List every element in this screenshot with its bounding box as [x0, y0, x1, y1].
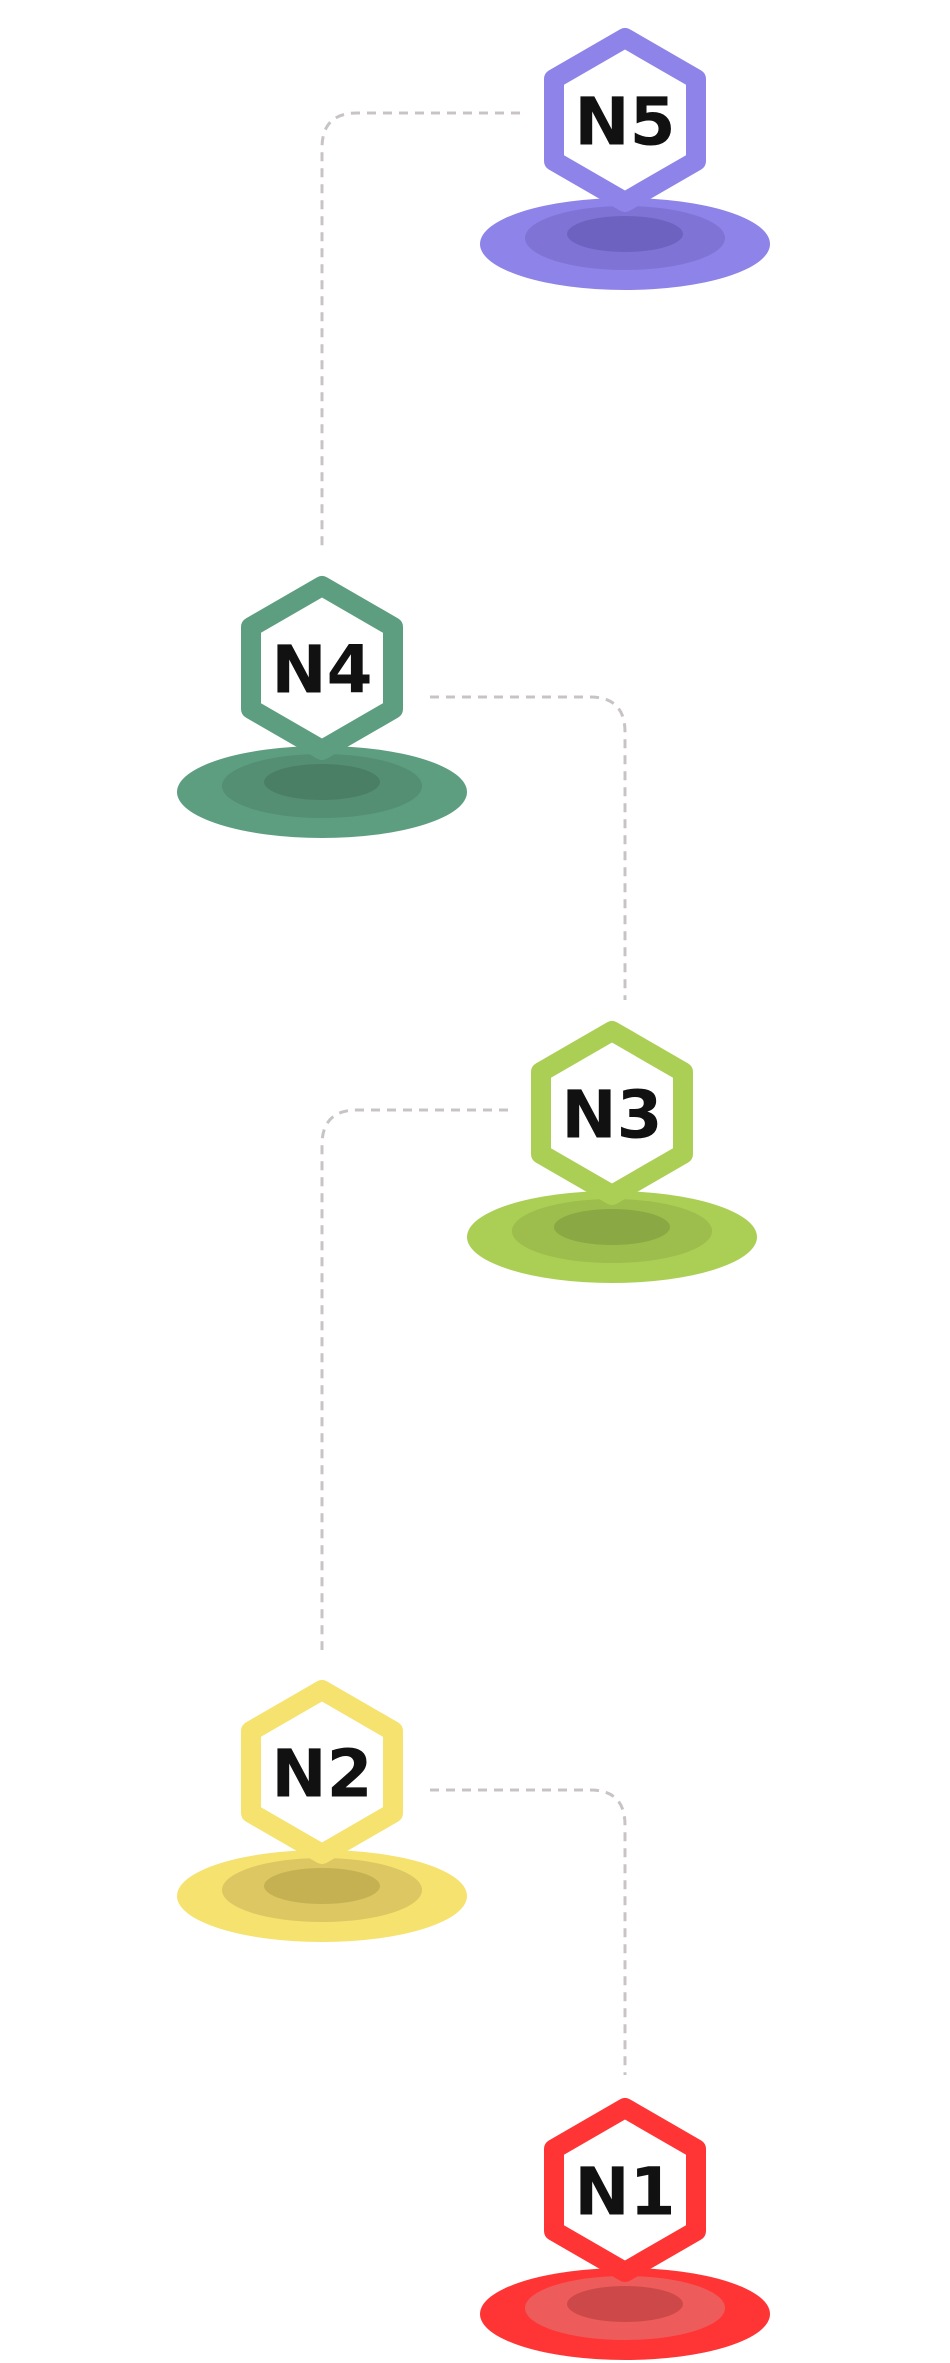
connector-n5-n4 — [320, 111, 520, 548]
connectors — [320, 111, 627, 2075]
node-n5-label: N5 — [574, 84, 675, 161]
node-n1[interactable]: N1 — [480, 2098, 770, 2360]
connector-n4-n3 — [430, 695, 627, 1000]
node-n5[interactable]: N5 — [480, 28, 770, 290]
node-n3-label: N3 — [561, 1077, 662, 1154]
node-n2-label: N2 — [271, 1736, 372, 1813]
node-n4-hexagon — [241, 576, 403, 760]
node-n2-hexagon — [241, 1680, 403, 1864]
node-n5-plate-center — [567, 216, 683, 252]
node-n2[interactable]: N2 — [177, 1680, 467, 1942]
node-n3-hexagon — [531, 1021, 693, 1205]
node-n1-hexagon — [544, 2098, 706, 2282]
node-n4-label: N4 — [271, 632, 372, 709]
connector-n3-n2 — [320, 1108, 508, 1650]
connector-n2-n1 — [430, 1788, 627, 2075]
node-n1-plate-center — [567, 2286, 683, 2322]
node-n1-label: N1 — [574, 2154, 675, 2231]
node-n5-hexagon — [544, 28, 706, 212]
node-n4-plate-center — [264, 764, 380, 800]
node-n3-plate-center — [554, 1209, 670, 1245]
node-n3[interactable]: N3 — [467, 1021, 757, 1283]
node-n4[interactable]: N4 — [177, 576, 467, 838]
node-n2-plate-center — [264, 1868, 380, 1904]
